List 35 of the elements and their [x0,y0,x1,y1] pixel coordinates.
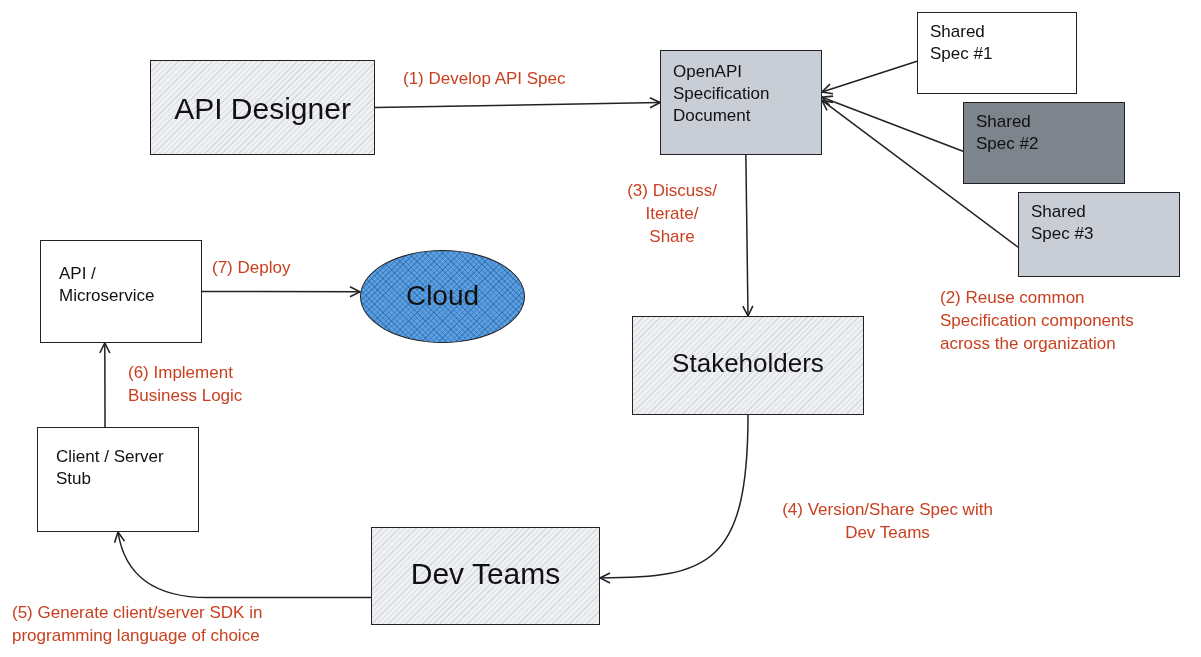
node-label: API / Microservice [59,263,156,308]
edge-label: (1) Develop API Spec [403,68,567,90]
stakeholder-box [632,316,864,415]
note-text: (2) Reuse common Specification components across the organization [940,287,1135,355]
arrow [821,99,1019,248]
actor-box [150,60,375,155]
node-label: Shared Spec #3 [1031,201,1095,246]
document-box [660,50,822,155]
service-box [40,240,202,343]
document-box [1018,192,1180,277]
arrow [599,414,749,584]
arrow [114,531,372,599]
node-label: Stakeholders [672,347,824,380]
edge-label: (5) Generate client/server SDK in programming language of choice [12,602,264,647]
stub-box [37,427,199,532]
document-box [917,12,1077,94]
team-box [371,527,600,625]
node-label: Shared Spec #2 [976,111,1040,156]
node-label: Shared Spec #1 [930,21,994,66]
node-label: OpenAPI Specification Document [673,61,771,128]
arrow [374,96,661,109]
node-label: Client / Server Stub [56,446,165,491]
edge-label: (3) Discuss/ Iterate/ Share [626,180,718,248]
arrow [821,95,964,152]
arrow [99,342,111,428]
node-label: Dev Teams [410,556,561,592]
edge-label: (7) Deploy [212,257,292,279]
edge-label: (4) Version/Share Spec with Dev Teams [781,499,994,544]
node-label: API Designer [174,91,351,127]
edge-label: (6) Implement Business Logic [128,362,244,407]
arrow [201,286,361,298]
document-box [963,102,1125,184]
node-label: Cloud [405,279,480,314]
arrow [821,60,918,95]
arrow [742,154,754,317]
